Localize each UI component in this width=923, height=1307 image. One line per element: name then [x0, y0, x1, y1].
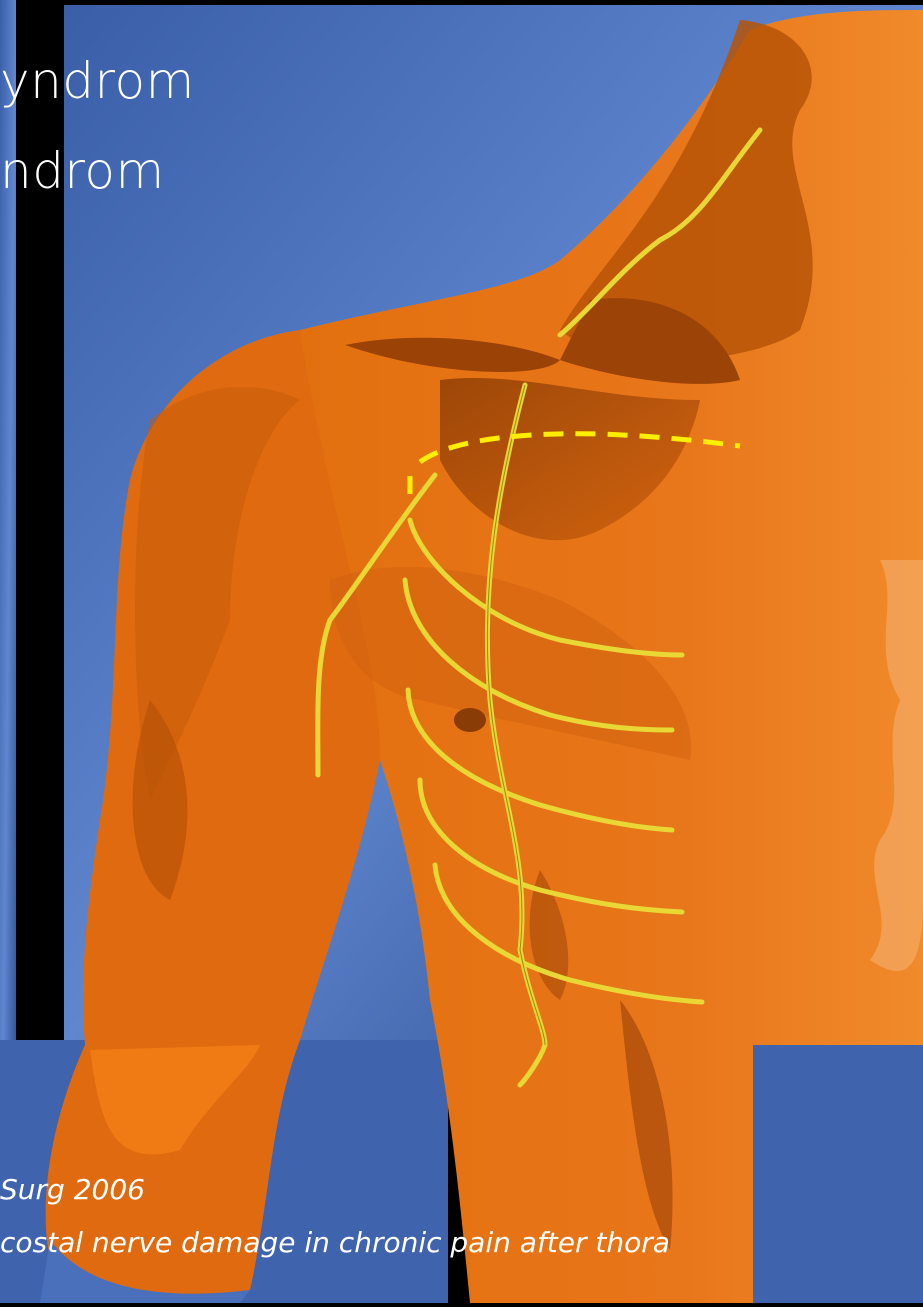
slide-title-line-1: yndrom	[0, 52, 195, 110]
slide-title-line-2: ndrom	[0, 142, 165, 200]
reference-line-1: Surg 2006	[0, 1173, 145, 1206]
reference-line-2: costal nerve damage in chronic pain afte…	[0, 1226, 670, 1259]
